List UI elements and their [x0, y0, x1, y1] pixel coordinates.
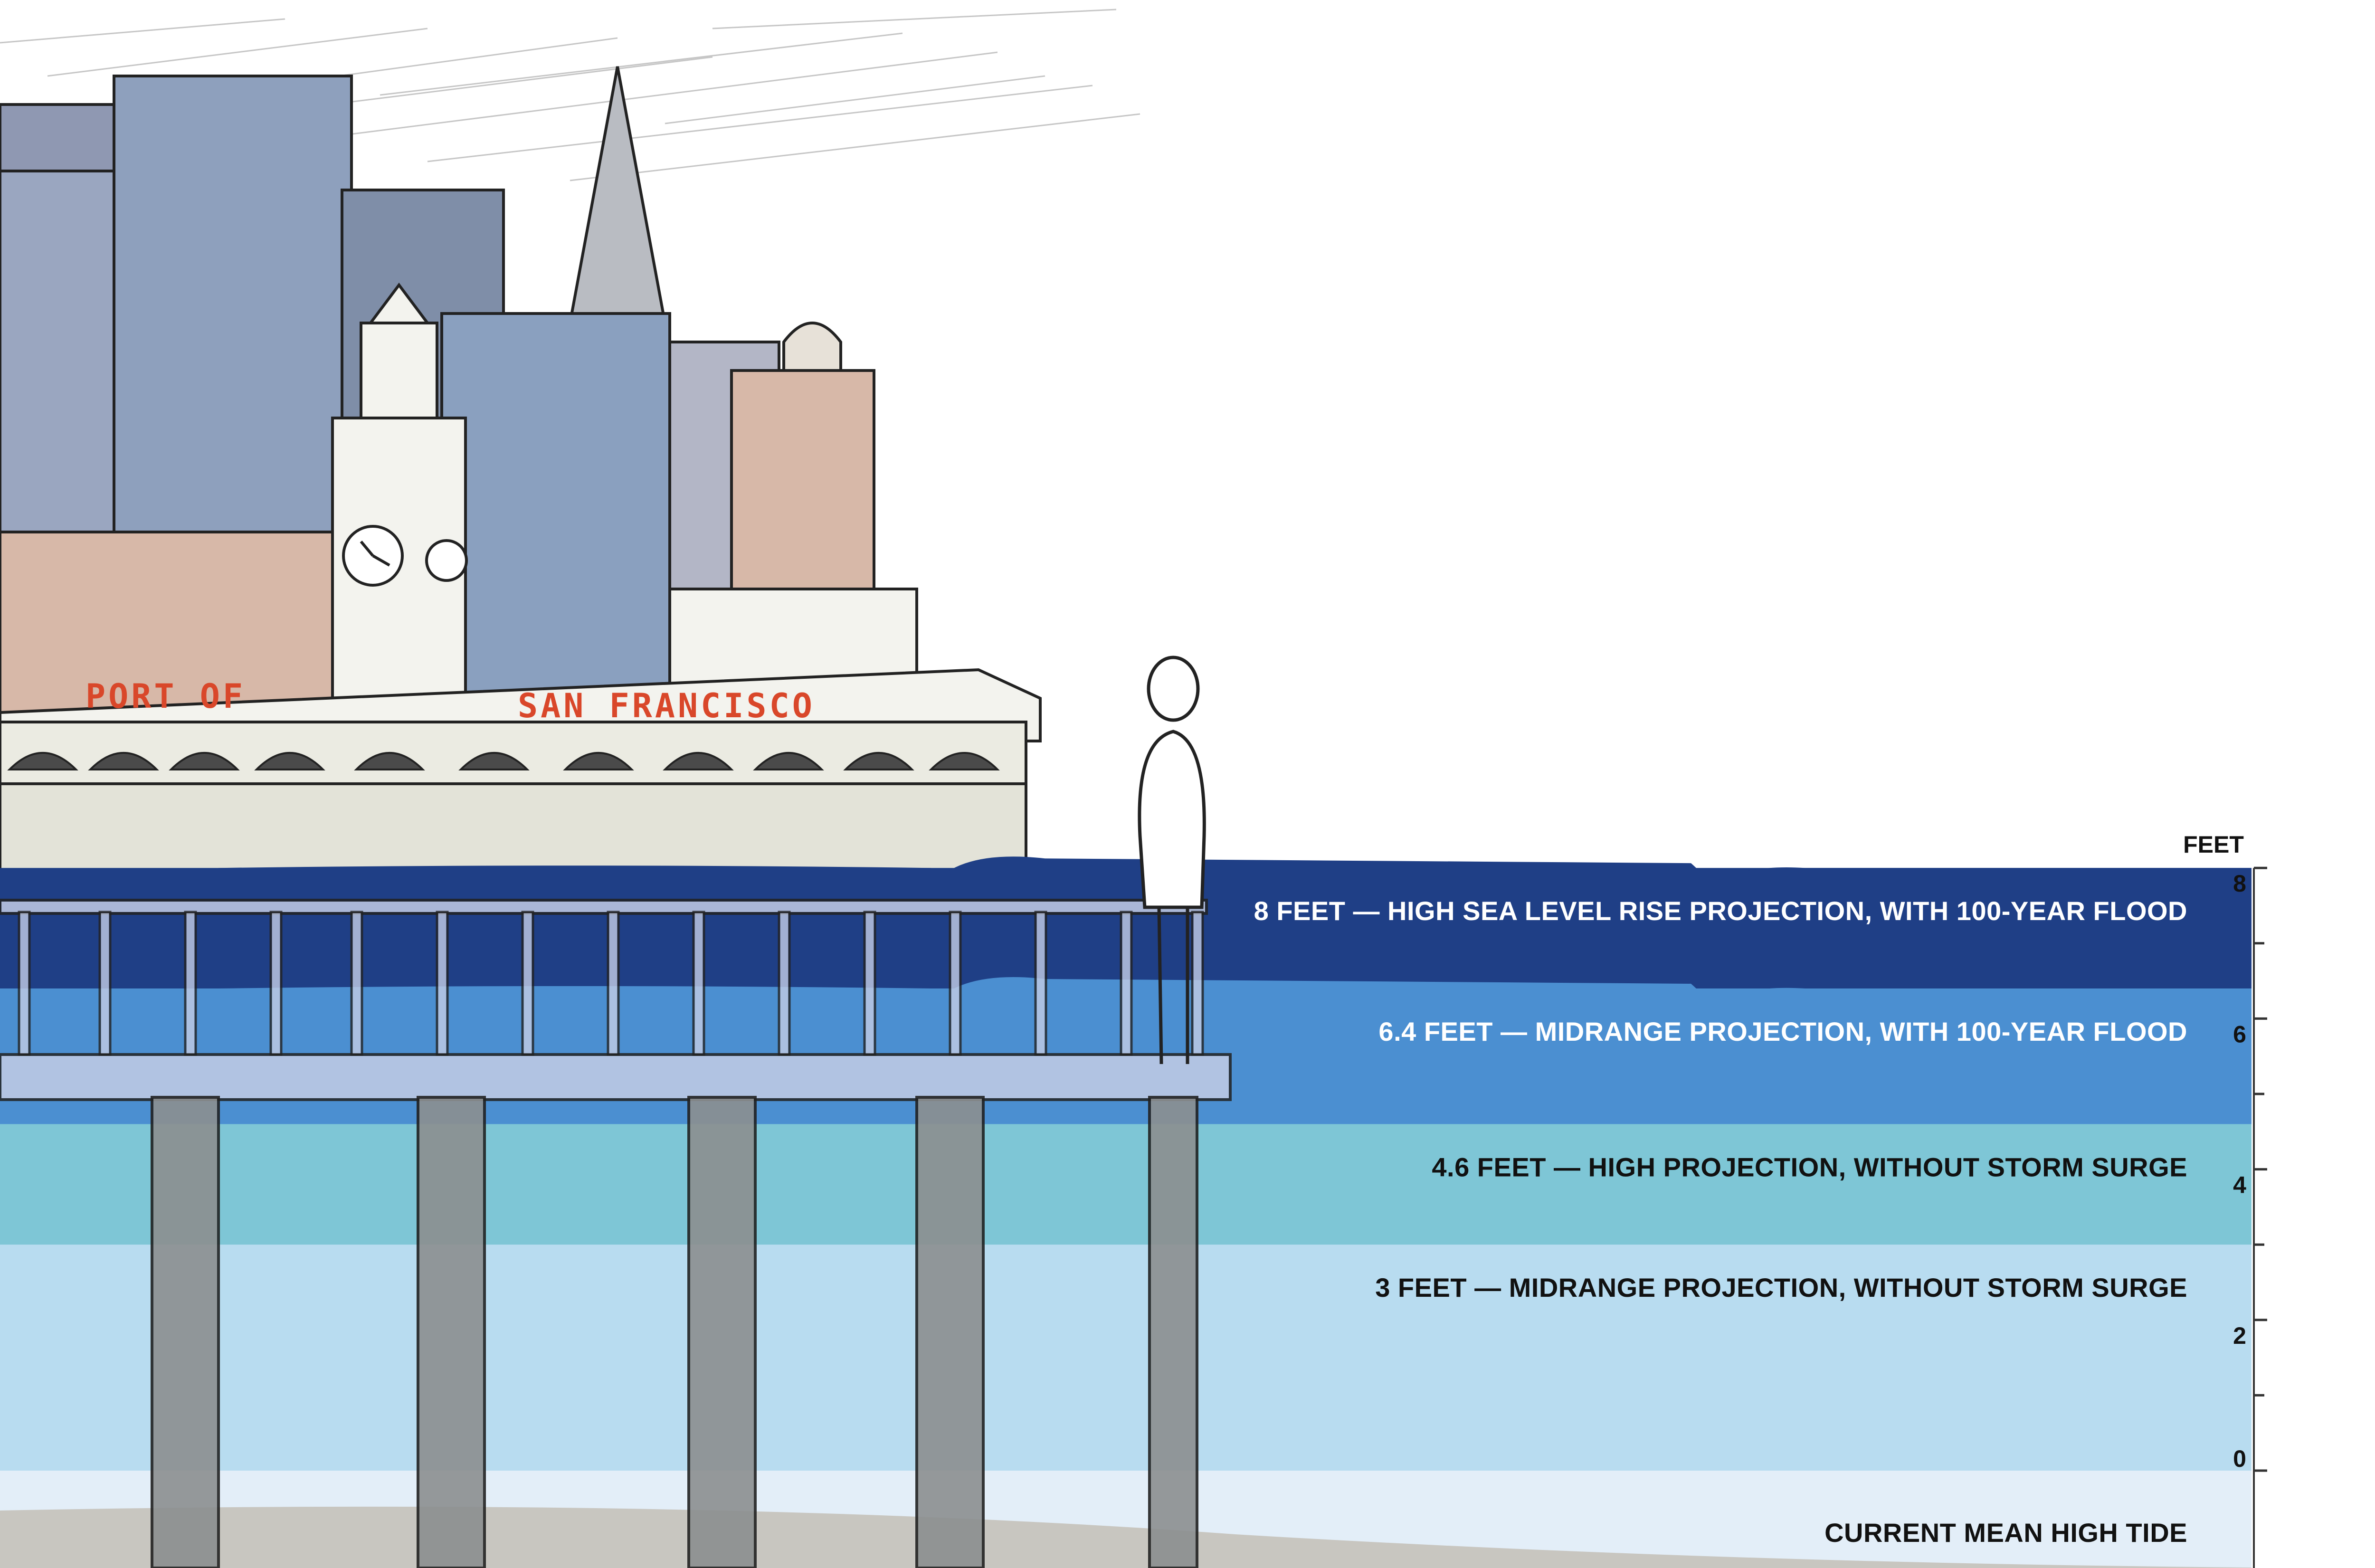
tower-tall-blue: [113, 75, 353, 581]
wave-crest-6-4ft: [218, 977, 2252, 1017]
pier-deck: [0, 1053, 1232, 1101]
axis-tick-label-4: 4: [2233, 1172, 2246, 1198]
facade-arches: [7, 752, 1000, 770]
pier-railing-top: [0, 899, 1208, 915]
facade-arch-band: [0, 721, 1027, 785]
level-label-6-4ft: 6.4 FEET — MIDRANGE PROJECTION, WITH 100…: [1378, 1017, 2187, 1046]
dome: [782, 322, 842, 372]
level-labels: 8 FEET — HIGH SEA LEVEL RISE PROJECTION,…: [1254, 896, 2187, 1548]
pier-pilings: [151, 1096, 1198, 1568]
clock-tower-roof: [368, 283, 430, 324]
pier-railing-posts: [18, 911, 1204, 1056]
clock-tower-top: [360, 322, 438, 419]
city-skyline: [0, 66, 918, 742]
seabed: [0, 1506, 2252, 1568]
sign-san-francisco: SAN FRANCISCO: [518, 686, 815, 725]
axis-tick-label-6: 6: [2233, 1021, 2246, 1047]
axis-unit-label: FEET: [2183, 831, 2244, 858]
tower-glass: [440, 312, 671, 742]
level-label-3ft: 3 FEET — MIDRANGE PROJECTION, WITHOUT ST…: [1375, 1273, 2187, 1302]
axis-tick-label-0: 0: [2233, 1445, 2246, 1472]
sign-port-of: PORT OF: [86, 677, 246, 716]
tower-left: [0, 170, 115, 581]
clock-face-right: [425, 539, 468, 582]
person-figure: [1138, 656, 1206, 1064]
building-tan-domed: [730, 369, 875, 595]
building-tan-left: [0, 531, 334, 733]
pier: [0, 899, 1232, 1568]
level-label-8ft: 8 FEET — HIGH SEA LEVEL RISE PROJECTION,…: [1254, 896, 2187, 926]
axis-tick-label-2: 2: [2233, 1322, 2246, 1349]
level-label-4-6ft: 4.6 FEET — HIGH PROJECTION, WITHOUT STOR…: [1432, 1152, 2187, 1182]
level-label-0ft: CURRENT MEAN HIGH TIDE: [1824, 1518, 2187, 1548]
wave-crest-8ft: [218, 856, 2252, 897]
feet-axis: 8 6 4 2 0: [2233, 866, 2267, 1568]
axis-tick-label-8: 8: [2233, 870, 2246, 897]
water-level-bands: [0, 856, 2252, 1568]
clock-faces: [342, 525, 468, 587]
